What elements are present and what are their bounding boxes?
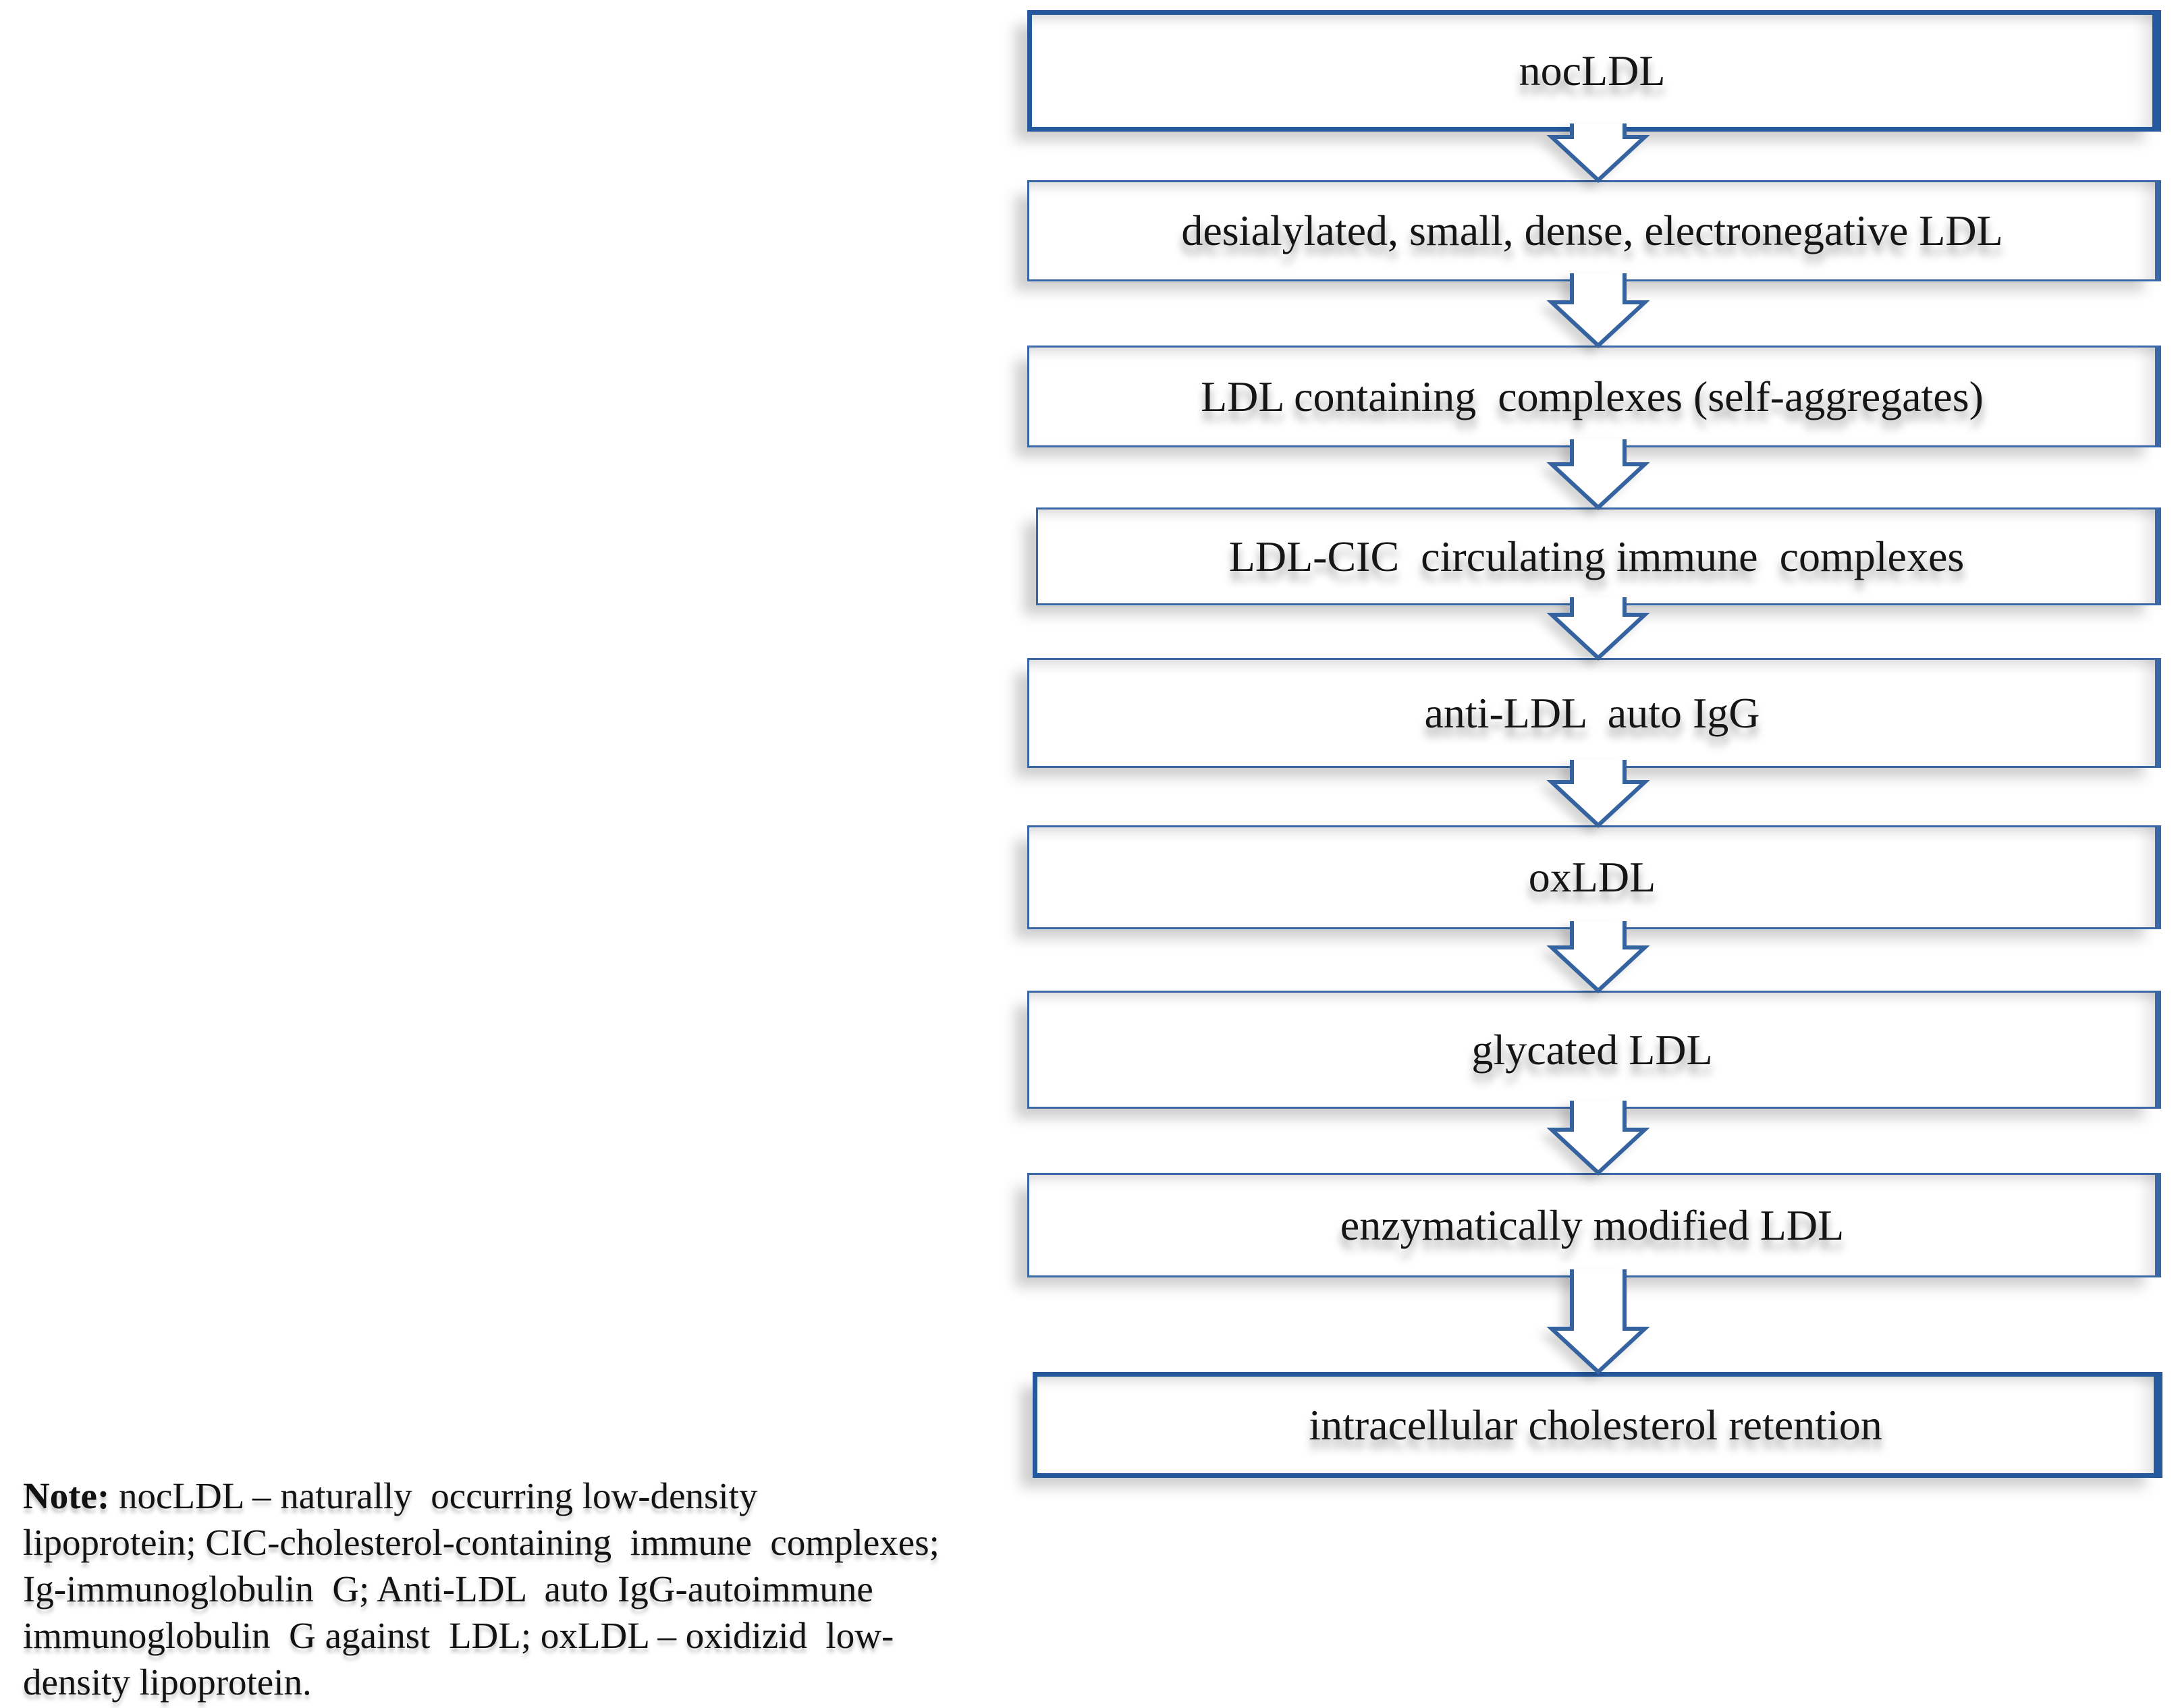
note-line: lipoprotein; CIC-cholesterol-containing …	[23, 1522, 939, 1563]
down-arrow-icon	[1544, 760, 1652, 828]
flow-step-label: glycated LDL	[1471, 1025, 1713, 1074]
flow-step-label: enzymatically modified LDL	[1340, 1201, 1845, 1249]
flow-step-label: LDL containing complexes (self-aggregate…	[1201, 372, 1984, 420]
flow-step-desialylated-ldl: desialylated, small, dense, electronegat…	[1027, 180, 2161, 281]
flow-step-ldl-self-aggregates: LDL containing complexes (self-aggregate…	[1027, 346, 2161, 447]
flow-step-intracellular-cholesterol-retention: intracellular cholesterol retention	[1033, 1372, 2162, 1478]
flow-step-label: intracellular cholesterol retention	[1309, 1400, 1882, 1449]
down-arrow-icon	[1544, 1101, 1652, 1176]
note-line: Note: nocLDL – naturally occurring low-d…	[23, 1472, 954, 1519]
flow-step-oxldl: oxLDL	[1027, 825, 2161, 929]
flow-step-anti-ldl-igg: anti-LDL auto IgG	[1027, 658, 2161, 768]
flow-step-label: desialylated, small, dense, electronegat…	[1181, 206, 2003, 254]
down-arrow-icon	[1544, 273, 1652, 348]
note-line-text: nocLDL – naturally occurring low-density	[109, 1475, 758, 1516]
flow-step-enzymatically-modified-ldl: enzymatically modified LDL	[1027, 1173, 2161, 1277]
down-arrow-icon	[1544, 123, 1652, 183]
note-line: Ig-immunoglobulin G; Anti-LDL auto IgG-a…	[23, 1568, 873, 1609]
down-arrow-icon	[1544, 1269, 1652, 1375]
flow-step-ldl-cic: LDL-CIC circulating immune complexes	[1036, 507, 2161, 605]
down-arrow-icon	[1544, 597, 1652, 661]
down-arrow-icon	[1544, 921, 1652, 993]
flow-step-nocldl: nocLDL	[1027, 10, 2161, 132]
flow-step-label: LDL-CIC circulating immune complexes	[1228, 532, 1965, 580]
flow-step-label: nocLDL	[1519, 47, 1666, 94]
down-arrow-icon	[1544, 439, 1652, 510]
note-line: density lipoprotein.	[23, 1661, 312, 1703]
flow-step-label: oxLDL	[1528, 853, 1656, 901]
figure-note: Note: nocLDL – naturally occurring low-d…	[23, 1472, 954, 1705]
flow-step-label: anti-LDL auto IgG	[1424, 688, 1760, 737]
note-line: immunoglobulin G against LDL; oxLDL – ox…	[23, 1615, 894, 1656]
note-label: Note:	[23, 1475, 110, 1516]
flow-step-glycated-ldl: glycated LDL	[1027, 991, 2161, 1109]
